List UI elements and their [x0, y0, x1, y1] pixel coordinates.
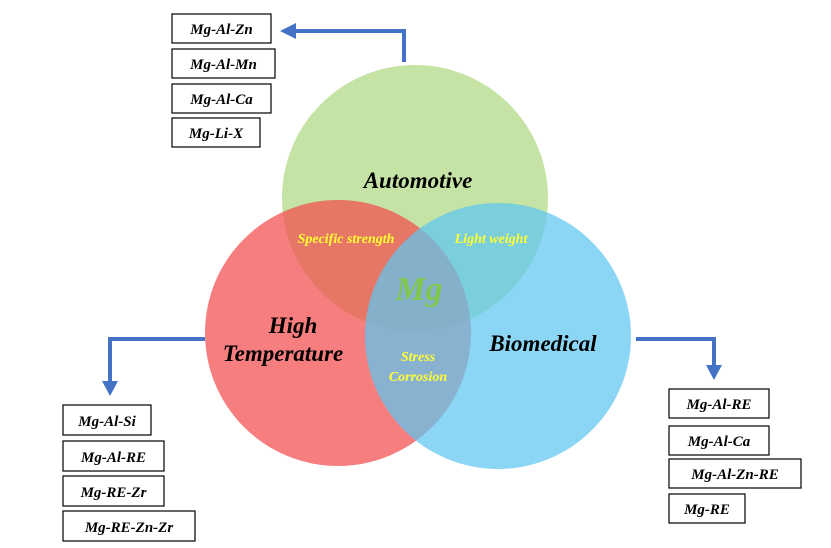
- list-item-box: [62, 404, 152, 436]
- light-weight-label: Light weight: [454, 232, 529, 247]
- list-item-box: [668, 493, 746, 524]
- list-item: Mg-RE: [683, 502, 730, 518]
- high-temperature-arrowhead: [102, 381, 118, 396]
- list-item: Mg-Al-RE: [685, 397, 751, 413]
- list-item: Mg-Al-Zn: [189, 22, 253, 38]
- list-item: Mg-Al-RE: [80, 450, 146, 466]
- center-mg-label: Mg: [394, 271, 442, 308]
- list-item-box: [62, 475, 165, 507]
- list-item-box: [668, 458, 802, 489]
- biomedical-label: Biomedical: [488, 331, 597, 356]
- specific-strength-label: Specific strength: [298, 232, 395, 247]
- list-item: Mg-Al-Si: [77, 414, 136, 430]
- list-item-box: [62, 510, 196, 542]
- list-item-box: [668, 425, 770, 456]
- high-temperature-label-line2: Temperature: [223, 341, 344, 366]
- list-item: Mg-Al-Mn: [189, 57, 257, 73]
- high-temperature-label-line1: High: [268, 313, 318, 338]
- list-item: Mg-Li-X: [188, 126, 244, 142]
- high-temperature-list: Mg-Al-Si Mg-Al-RE Mg-RE-Zr Mg-RE-Zn-Zr: [62, 404, 196, 542]
- biomedical-circle: [365, 203, 631, 469]
- biomedical-arrow: [636, 337, 716, 367]
- corrosion-label: Corrosion: [389, 370, 448, 385]
- list-item: Mg-Al-Zn-RE: [690, 467, 779, 483]
- list-item: Mg-Al-Ca: [189, 92, 253, 108]
- list-item: Mg-RE-Zr: [80, 485, 147, 501]
- list-item: Mg-RE-Zn-Zr: [84, 520, 174, 536]
- list-item-box: [62, 440, 165, 472]
- list-item-box: [171, 13, 272, 44]
- list-item: Mg-Al-Ca: [687, 434, 751, 450]
- automotive-label: Automotive: [362, 168, 473, 193]
- biomedical-arrowhead: [706, 365, 722, 380]
- stress-label: Stress: [401, 350, 436, 365]
- high-temperature-arrow: [108, 337, 205, 383]
- automotive-arrowhead: [280, 23, 296, 39]
- list-item-box: [171, 83, 272, 114]
- list-item-box: [668, 388, 770, 419]
- automotive-list: Mg-Al-Zn Mg-Al-Mn Mg-Al-Ca Mg-Li-X: [171, 13, 276, 148]
- automotive-arrow: [295, 29, 406, 62]
- list-item-box: [171, 117, 261, 148]
- biomedical-list: Mg-Al-RE Mg-Al-Ca Mg-Al-Zn-RE Mg-RE: [668, 388, 802, 524]
- list-item-box: [171, 48, 276, 79]
